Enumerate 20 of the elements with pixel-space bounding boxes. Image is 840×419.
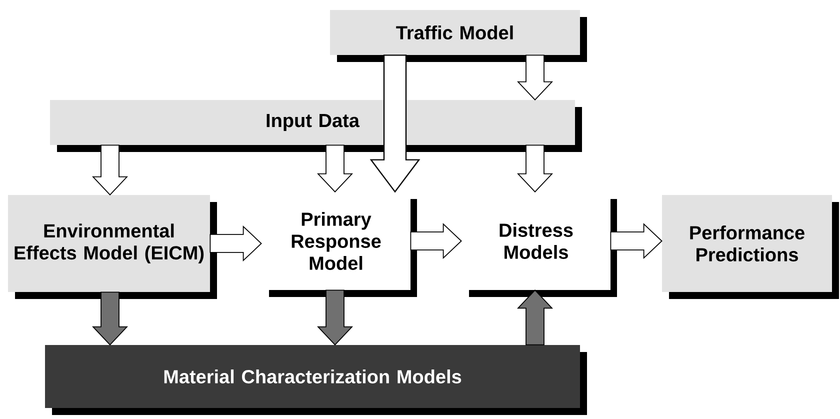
node-label: Distress Models — [500, 223, 573, 259]
block-arrow — [92, 292, 128, 346]
process-box: Environmental Effects Model (EICM) — [8, 195, 217, 299]
block-arrow — [516, 54, 554, 100]
block-arrow — [370, 54, 420, 193]
block-arrow — [610, 222, 662, 260]
block-arrow — [316, 144, 354, 192]
process-box: Material Characterization Models — [45, 344, 587, 415]
block-arrow — [410, 222, 462, 260]
block-arrow — [316, 290, 354, 346]
process-box: Distress Models — [462, 192, 617, 297]
node-label: Primary Response Model — [292, 212, 381, 270]
process-box: Primary Response Model — [262, 192, 417, 297]
block-arrow — [210, 225, 262, 262]
block-arrow — [516, 290, 554, 346]
block-arrow — [516, 144, 554, 192]
process-box: Input Data — [50, 100, 582, 152]
block-arrow — [92, 144, 128, 196]
process-box: Performance Predictions — [662, 195, 839, 299]
process-box: Traffic Model — [330, 10, 587, 62]
